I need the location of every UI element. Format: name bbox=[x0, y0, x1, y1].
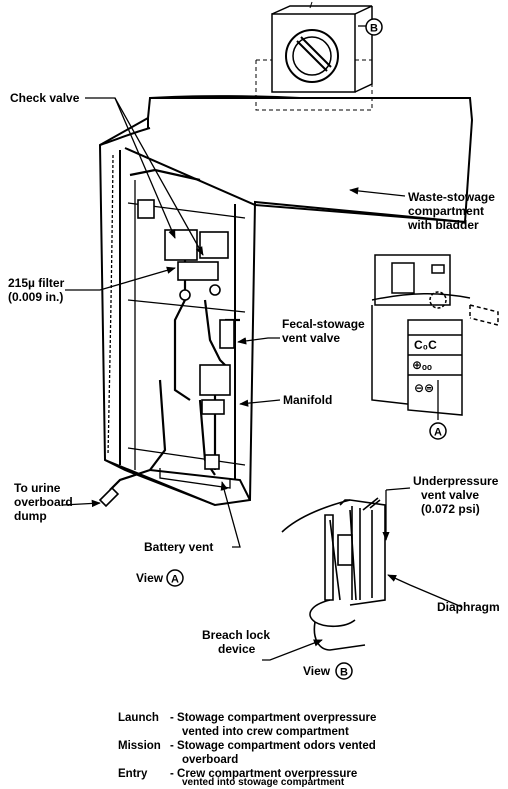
legend-text: overboard bbox=[182, 754, 239, 766]
label-battery-vent: Battery vent bbox=[144, 540, 214, 554]
callout-b-top: B bbox=[365, 18, 383, 36]
label-line: Breach lock bbox=[202, 628, 271, 642]
label-line: Waste-stowage bbox=[408, 190, 495, 204]
label-line: (0.009 in.) bbox=[8, 290, 64, 304]
legend-text: vented into crew compartment bbox=[182, 726, 349, 738]
legend-text: - Crew compartment overpressure bbox=[170, 768, 358, 780]
callout-letter: A bbox=[434, 427, 442, 439]
label-breach-lock: Breach lock device bbox=[202, 628, 270, 656]
label-underpressure: Underpressure vent valve (0.072 psi) bbox=[413, 474, 498, 516]
label-fecal-vent: Fecal-stowage vent valve bbox=[282, 317, 365, 345]
label-line: Underpressure bbox=[413, 474, 499, 488]
leader-lines bbox=[62, 25, 463, 661]
legend-phase-launch: Launch bbox=[118, 712, 159, 724]
label-filter: 215µ filter (0.009 in.) bbox=[8, 276, 64, 304]
label-check-valve: Check valve bbox=[10, 91, 80, 105]
label-line: 215µ filter bbox=[8, 276, 65, 290]
label-line: Fecal-stowage bbox=[282, 317, 365, 331]
svg-text:⊕ₒₒ: ⊕ₒₒ bbox=[412, 358, 432, 372]
valve-cluster bbox=[98, 199, 235, 508]
label-waste-stowage: Waste-stowage compartment with bladder bbox=[408, 190, 495, 232]
legend-phase-mission: Mission bbox=[118, 740, 161, 752]
label-line: compartment bbox=[408, 204, 485, 218]
callout-letter: B bbox=[370, 23, 378, 35]
legend-phase-entry: Entry bbox=[118, 768, 148, 780]
legend-text: - Stowage compartment odors vented bbox=[170, 740, 376, 752]
label-diaphragm: Diaphragm bbox=[437, 600, 500, 614]
svg-text:C₀C: C₀C bbox=[414, 338, 437, 352]
label-line: with bladder bbox=[408, 218, 479, 232]
label-line: vent valve bbox=[282, 331, 341, 345]
callout-a-right: A bbox=[429, 422, 447, 440]
panel-inset-right bbox=[371, 254, 499, 416]
label-line: (0.072 psi) bbox=[421, 502, 480, 516]
callout-a-view: A bbox=[166, 569, 184, 587]
label-view-a: View bbox=[136, 571, 164, 585]
cabinet-outline bbox=[98, 95, 474, 507]
valve-inset-top bbox=[255, 1, 373, 111]
label-line: vent valve bbox=[421, 488, 480, 502]
label-view-b: View bbox=[303, 664, 331, 678]
valve-detail-bottom bbox=[281, 497, 386, 651]
legend-text: vented into stowage compartment bbox=[182, 777, 345, 788]
label-line: device bbox=[218, 642, 256, 656]
label-line: To urine bbox=[14, 481, 61, 495]
callout-b-view: B bbox=[335, 662, 353, 680]
callout-letter: A bbox=[171, 574, 179, 586]
panel-inset-markings: C₀C ⊕ₒₒ ⊖⊜ bbox=[412, 338, 437, 395]
label-urine-dump: To urine overboard dump bbox=[14, 481, 73, 523]
legend-text: - Stowage compartment overpressure bbox=[170, 712, 377, 724]
label-manifold: Manifold bbox=[283, 393, 333, 407]
callout-letter: B bbox=[340, 667, 348, 679]
label-line: dump bbox=[14, 509, 47, 523]
svg-text:⊖⊜: ⊖⊜ bbox=[414, 381, 434, 395]
label-line: overboard bbox=[14, 495, 73, 509]
